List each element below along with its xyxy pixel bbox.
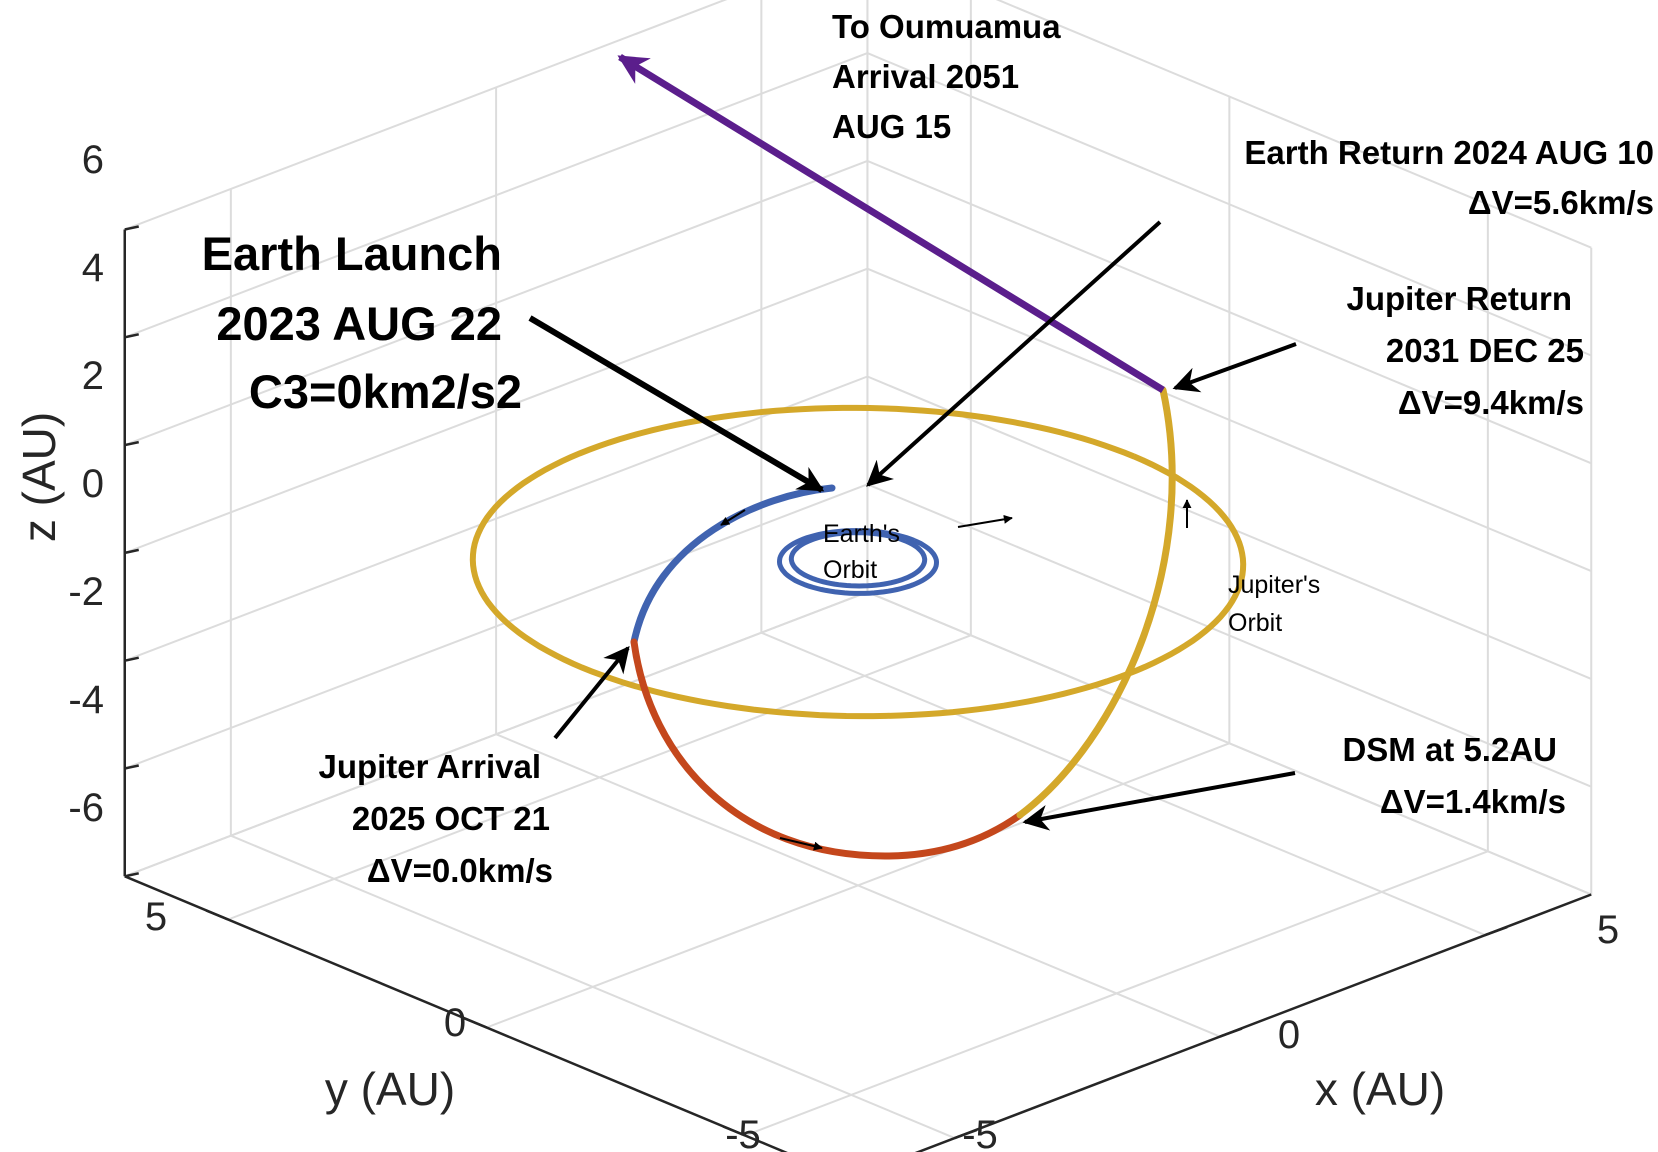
axes	[123, 225, 1592, 1152]
y-axis-ticks: 5 0 -5	[145, 895, 761, 1152]
direction-arrow	[957, 514, 1013, 528]
z-axis-ticks: 6 4 2 0 -2 -4 -6	[68, 138, 104, 830]
z-tick	[124, 656, 140, 662]
trajectory-segment-purple	[617, 54, 1165, 393]
z-tick-label: -2	[68, 570, 104, 614]
annotation-line: C3=0km2/s2	[249, 365, 522, 418]
grid-line	[744, 850, 1489, 1137]
x-tick-label: 0	[1278, 1013, 1300, 1057]
annotation-earth-return: Earth Return 2024 AUG 10 ΔV=5.6km/s	[1244, 134, 1654, 221]
y-axis-label: y (AU)	[325, 1063, 455, 1115]
trajectory-segment-yellow	[1016, 386, 1176, 819]
z-tick-label: 2	[82, 354, 104, 398]
x-axis-ticks: -5 0 5	[962, 908, 1619, 1152]
z-tick	[124, 440, 140, 447]
grid-line	[124, 159, 868, 447]
annotation-line: To Oumuamua	[832, 8, 1061, 45]
annotation-line: Earth Launch	[202, 227, 502, 280]
trajectory-curves	[469, 54, 1247, 860]
annotation-line: AUG 15	[832, 108, 951, 145]
annotation-arrows	[528, 220, 1297, 851]
annotation-to-oumuamua: To Oumuamua Arrival 2051 AUG 15	[832, 8, 1061, 145]
annotation-line: DSM at 5.2AU	[1342, 731, 1557, 768]
z-tick	[124, 225, 140, 231]
x-tick	[954, 1128, 978, 1140]
orbit-label-line: Orbit	[823, 556, 877, 584]
annotation-earth-launch: Earth Launch 2023 AUG 22 C3=0km2/s2	[202, 227, 522, 418]
grid-line	[124, 591, 868, 878]
annotation-line: Jupiter Return	[1346, 280, 1572, 317]
y-tick-label: 0	[444, 1001, 466, 1045]
x-tick-label: 5	[1597, 908, 1619, 952]
x-tick-label: -5	[962, 1113, 998, 1152]
trajectory-segment-blue	[630, 484, 836, 646]
annotation-dsm: DSM at 5.2AU ΔV=1.4km/s	[1342, 731, 1566, 820]
grid-line	[227, 634, 972, 921]
trajectory-segment-red	[630, 638, 1024, 860]
annotation-line: ΔV=9.4km/s	[1398, 384, 1584, 421]
grid-line	[124, 0, 728, 231]
y-tick	[722, 1125, 746, 1137]
z-tick-label: 4	[82, 246, 104, 290]
earth-launch-pointer	[528, 315, 825, 493]
direction-arrow	[720, 509, 746, 526]
annotation-line: Arrival 2051	[832, 58, 1019, 95]
y-tick-label: 5	[145, 895, 167, 939]
jupiter-return-pointer	[1172, 342, 1297, 393]
grid-line	[867, 159, 1592, 465]
direction-arrow	[779, 837, 823, 851]
z-axis-label: z (AU)	[13, 412, 65, 542]
jupiter-arrival-pointer	[553, 645, 630, 740]
annotation-jupiter-arrival: Jupiter Arrival 2025 OCT 21 ΔV=0.0km/s	[318, 748, 553, 889]
annotation-line: 2025 OCT 21	[352, 800, 550, 837]
grid-line	[486, 742, 1230, 1029]
z-tick-label: -6	[68, 786, 104, 830]
annotation-jupiter-return: Jupiter Return 2031 DEC 25 ΔV=9.4km/s	[1346, 280, 1584, 421]
orbit-label-line: Earth's	[823, 520, 900, 548]
z-tick-label: 0	[82, 462, 104, 506]
orbit-label-line: Orbit	[1228, 609, 1282, 637]
z-tick-label: 6	[82, 138, 104, 182]
grid-line	[995, 0, 1592, 249]
annotation-line: Jupiter Arrival	[318, 748, 541, 785]
annotation-line: 2031 DEC 25	[1386, 332, 1584, 369]
z-tick	[124, 333, 140, 339]
z-tick	[124, 872, 140, 878]
grid-line	[867, 267, 1592, 573]
annotation-line: 2023 AUG 22	[216, 297, 502, 350]
earth-return-pointer	[866, 220, 1162, 487]
x-tick	[1219, 1027, 1243, 1038]
grid-line	[124, 52, 868, 339]
jupiter-orbit-line	[469, 404, 1247, 720]
z-tick	[124, 548, 140, 555]
x-axis-label: x (AU)	[1315, 1063, 1445, 1115]
annotation-line: ΔV=0.0km/s	[367, 852, 553, 889]
x-tick	[1484, 925, 1508, 937]
earth-orbit-line	[788, 530, 928, 589]
grid-line	[124, 375, 868, 662]
grid-line	[124, 267, 868, 554]
y-tick-label: -5	[725, 1113, 761, 1152]
earth-orbit-label: Earth's Orbit	[823, 520, 900, 584]
y-tick	[464, 1017, 488, 1029]
dsm-pointer	[1022, 771, 1296, 831]
z-tick-label: -4	[68, 678, 104, 722]
z-tick	[124, 764, 140, 770]
annotation-line: Earth Return 2024 AUG 10	[1244, 134, 1654, 171]
orbit-label-line: Jupiter's	[1228, 571, 1320, 599]
annotation-line: ΔV=1.4km/s	[1380, 783, 1566, 820]
y-tick	[205, 909, 229, 921]
grid-line	[867, 483, 1592, 788]
grid-line	[124, 483, 868, 770]
grid-line	[867, 52, 1592, 357]
annotation-line: ΔV=5.6km/s	[1468, 184, 1654, 221]
jupiter-orbit-label: Jupiter's Orbit	[1228, 571, 1320, 637]
